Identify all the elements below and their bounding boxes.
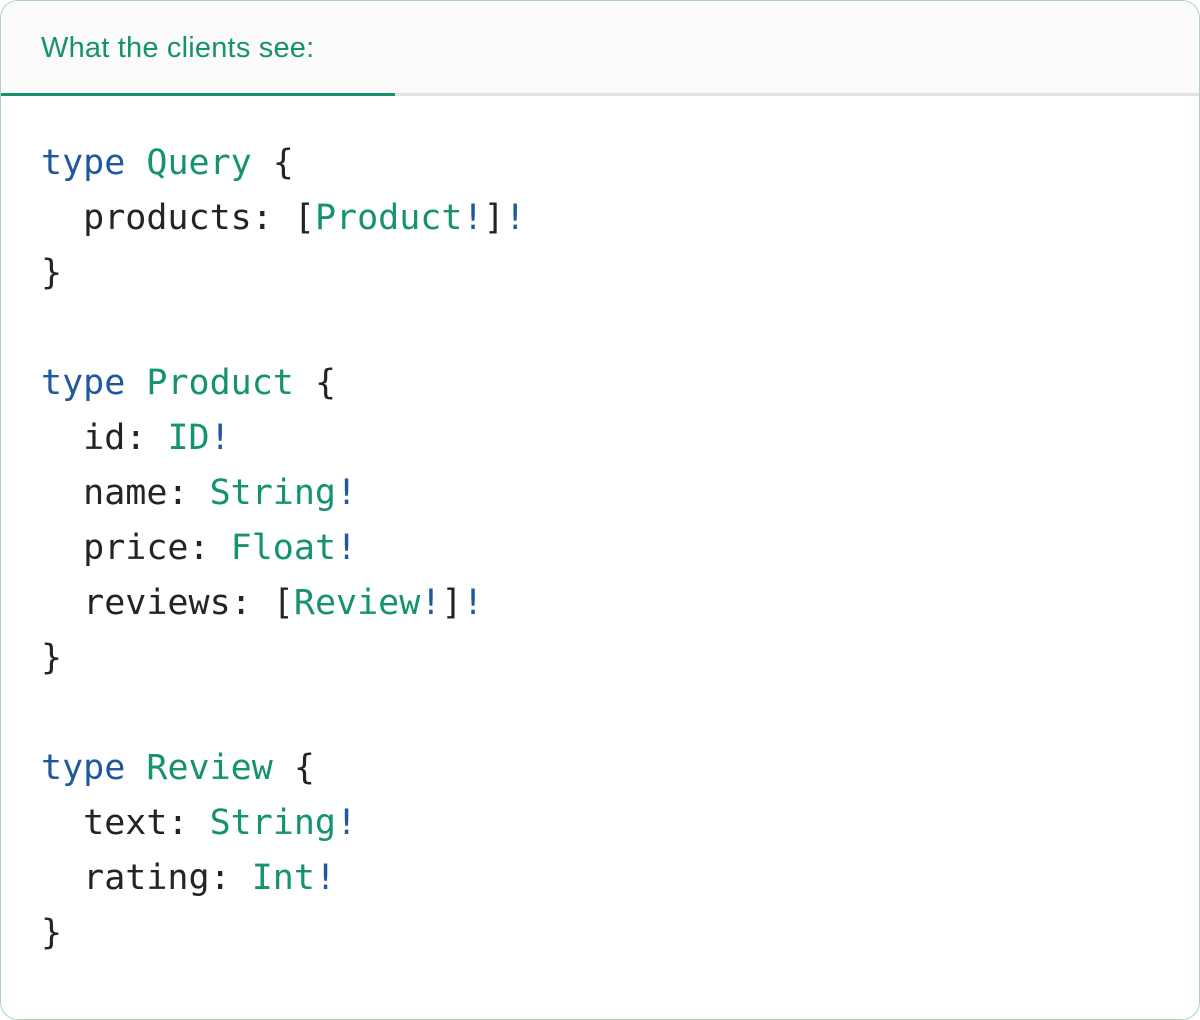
code-token-typename: Product bbox=[146, 363, 294, 403]
code-token-bang: ! bbox=[462, 583, 484, 623]
code-token-plain: ] bbox=[483, 198, 505, 238]
code-token-plain bbox=[125, 748, 146, 788]
code-line: type Product { bbox=[41, 356, 1159, 411]
code-token-typename: ID bbox=[167, 418, 210, 458]
code-line: price: Float! bbox=[41, 521, 1159, 576]
code-token-plain: rating: bbox=[41, 858, 252, 898]
code-line: } bbox=[41, 631, 1159, 686]
code-token-plain: reviews: [ bbox=[41, 583, 294, 623]
code-token-plain bbox=[125, 143, 146, 183]
code-token-plain: } bbox=[41, 913, 63, 953]
code-token-keyword: type bbox=[41, 363, 126, 403]
code-token-plain: name: bbox=[41, 473, 210, 513]
code-line: type Review { bbox=[41, 741, 1159, 796]
code-token-plain: { bbox=[272, 748, 315, 788]
code-line: text: String! bbox=[41, 796, 1159, 851]
code-line bbox=[41, 301, 1159, 356]
code-token-bang: ! bbox=[462, 198, 484, 238]
code-block: type Query { products: [Product!]!} type… bbox=[1, 96, 1199, 1001]
code-token-plain: } bbox=[41, 638, 63, 678]
code-token-bang: ! bbox=[420, 583, 442, 623]
code-line: id: ID! bbox=[41, 411, 1159, 466]
code-token-plain: } bbox=[41, 253, 63, 293]
code-token-typename: Query bbox=[146, 143, 252, 183]
code-token-typename: Product bbox=[314, 198, 463, 238]
code-token-typename: String bbox=[209, 473, 337, 513]
code-token-plain: ] bbox=[441, 583, 463, 623]
tab-bar: What the clients see: bbox=[1, 1, 1199, 96]
code-token-bang: ! bbox=[336, 528, 358, 568]
code-token-bang: ! bbox=[209, 418, 231, 458]
code-token-plain bbox=[125, 363, 146, 403]
code-token-plain: { bbox=[251, 143, 294, 183]
code-token-bang: ! bbox=[504, 198, 526, 238]
code-line: rating: Int! bbox=[41, 851, 1159, 906]
code-token-plain: text: bbox=[41, 803, 210, 843]
code-line bbox=[41, 686, 1159, 741]
code-line: } bbox=[41, 906, 1159, 961]
active-tab-underline bbox=[1, 93, 395, 96]
code-token-typename: String bbox=[209, 803, 337, 843]
code-token-typename: Review bbox=[146, 748, 273, 788]
code-token-plain: { bbox=[293, 363, 337, 403]
code-line: products: [Product!]! bbox=[41, 191, 1159, 246]
code-line: name: String! bbox=[41, 466, 1159, 521]
code-line: } bbox=[41, 246, 1159, 301]
code-token-keyword: type bbox=[41, 143, 126, 183]
code-line: type Query { bbox=[41, 136, 1159, 191]
code-line: reviews: [Review!]! bbox=[41, 576, 1159, 631]
code-token-typename: Int bbox=[251, 858, 315, 898]
tab-label: What the clients see: bbox=[41, 32, 315, 65]
code-token-typename: Float bbox=[230, 528, 337, 568]
code-token-typename: Review bbox=[293, 583, 421, 623]
code-token-plain: products: [ bbox=[41, 198, 315, 238]
code-token-bang: ! bbox=[314, 858, 337, 898]
code-token-plain: id: bbox=[41, 418, 168, 458]
code-token-keyword: type bbox=[41, 748, 126, 788]
code-token-bang: ! bbox=[336, 473, 358, 513]
code-token-plain: price: bbox=[41, 528, 231, 568]
code-token-bang: ! bbox=[336, 803, 358, 843]
tab-clients-view[interactable]: What the clients see: bbox=[1, 1, 395, 96]
